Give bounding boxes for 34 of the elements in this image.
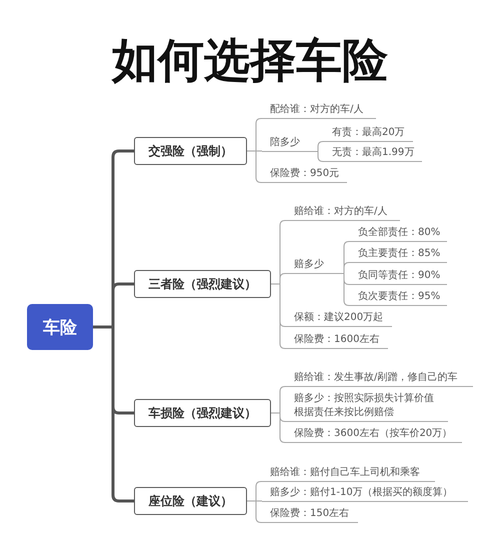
topic-box: 车损险（强烈建议） <box>134 399 271 427</box>
underlined-label: 负次要责任：95% <box>350 290 447 306</box>
connector-line <box>316 151 324 162</box>
underlined-label: 赔多少：赔付1-10万（根据买的额度算） <box>262 486 468 502</box>
connector-line <box>342 273 350 306</box>
underlined-label: 赔给谁：对方的车/人 <box>286 205 400 221</box>
underlined-label: 负主要责任：85% <box>350 247 447 263</box>
connector-line <box>270 284 286 349</box>
underlined-label: 负全部责任：80% <box>350 226 447 242</box>
underlined-label: 赔给谁：赔付自己车上司机和乘客 <box>262 466 435 482</box>
underlined-label: 陪多少 <box>262 136 316 152</box>
connector-line <box>342 262 350 274</box>
title: 如何选择车险 <box>112 35 388 85</box>
underlined-label: 负同等责任：90% <box>350 269 447 285</box>
topic-box: 座位险（建议） <box>134 487 247 515</box>
underlined-label: 赔多少：按照实际损失计算价值根据责任来按比例赔偿 <box>286 392 448 422</box>
underlined-label: 保险费：1600左右 <box>286 333 388 349</box>
underlined-label: 保额：建议200万起 <box>286 311 392 327</box>
underlined-label: 无责：最高1.99万 <box>324 146 422 162</box>
underlined-label: 保险费：950元 <box>262 167 347 183</box>
underlined-label: 赔多少 <box>286 258 342 274</box>
underlined-label: 有责：最高20万 <box>324 126 413 142</box>
connector-line <box>316 141 324 152</box>
topic-box: 交强险（强制） <box>134 137 247 165</box>
connector-line <box>93 326 134 502</box>
root-box: 车险 <box>27 304 93 350</box>
underlined-label: 配给谁：对方的车/人 <box>262 103 376 119</box>
connector-line <box>270 412 286 443</box>
underlined-label: 保险费：3600左右（按车价20万） <box>286 427 462 443</box>
topic-box: 三者险（强烈建议） <box>134 270 271 298</box>
underlined-label: 保险费：150左右 <box>262 507 358 523</box>
underlined-label: 赔给谁：发生事故/剐蹭，修自己的车 <box>286 371 473 387</box>
connector-line <box>246 150 262 183</box>
connector-line <box>246 500 262 523</box>
